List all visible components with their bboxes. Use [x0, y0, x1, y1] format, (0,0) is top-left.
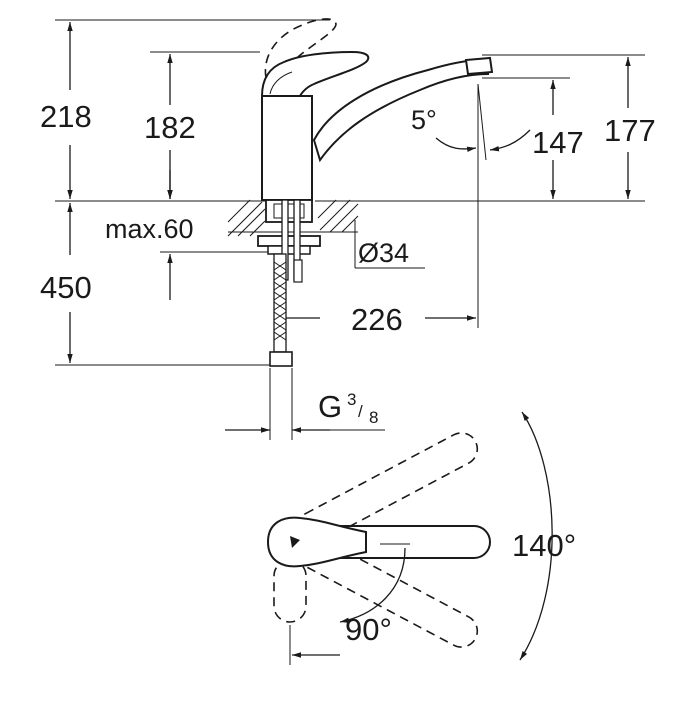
- lever-marker-icon: [290, 536, 300, 548]
- label-thread-g: G: [318, 389, 342, 424]
- faucet-body: [261, 95, 313, 201]
- label-90deg: 90°: [345, 612, 392, 647]
- swivel-arc-140: [519, 411, 553, 661]
- rotation-arc-90: [339, 547, 406, 623]
- label-182: 182: [144, 110, 196, 145]
- label-thread-den: 8: [369, 408, 378, 427]
- hose-connector: [269, 351, 293, 367]
- faucet-side-view: [260, 18, 494, 201]
- lever-top-view: [266, 516, 367, 568]
- label-5deg: 5°: [411, 105, 437, 135]
- top-view: 140° 90°: [266, 411, 576, 665]
- label-147: 147: [532, 125, 584, 160]
- label-thread-slash: /: [358, 402, 363, 421]
- dimension-labels: 218 182 177 147 5° 450 max.60 Ø34 226 G …: [40, 99, 656, 427]
- counter-hatching-right: [317, 199, 359, 233]
- tilt-arrow-right: [489, 129, 531, 152]
- label-max60: max.60: [105, 214, 194, 244]
- tilt-indicator: [435, 83, 531, 161]
- tilt-line: [477, 83, 487, 161]
- label-177: 177: [604, 113, 656, 148]
- lever-detail: [269, 71, 293, 95]
- label-226: 226: [351, 302, 403, 337]
- label-218: 218: [40, 99, 92, 134]
- reference-lines: [55, 19, 645, 366]
- lever-rotated-dashed: [273, 559, 307, 623]
- mounting-hardware: [257, 199, 321, 367]
- lever-handle: [260, 50, 370, 97]
- label-140deg: 140°: [512, 528, 576, 563]
- label-thread-num: 3: [347, 390, 356, 409]
- label-450: 450: [40, 270, 92, 305]
- label-hole-diameter: Ø34: [358, 238, 409, 268]
- spout-aerator: [464, 56, 494, 76]
- mounting-washer: [257, 235, 321, 247]
- lever-raised-outline: [264, 18, 337, 79]
- tilt-arrow-left: [435, 137, 477, 152]
- counter-hatching-left: [227, 199, 266, 237]
- countertop: [227, 199, 425, 269]
- mounting-nut: [267, 245, 311, 255]
